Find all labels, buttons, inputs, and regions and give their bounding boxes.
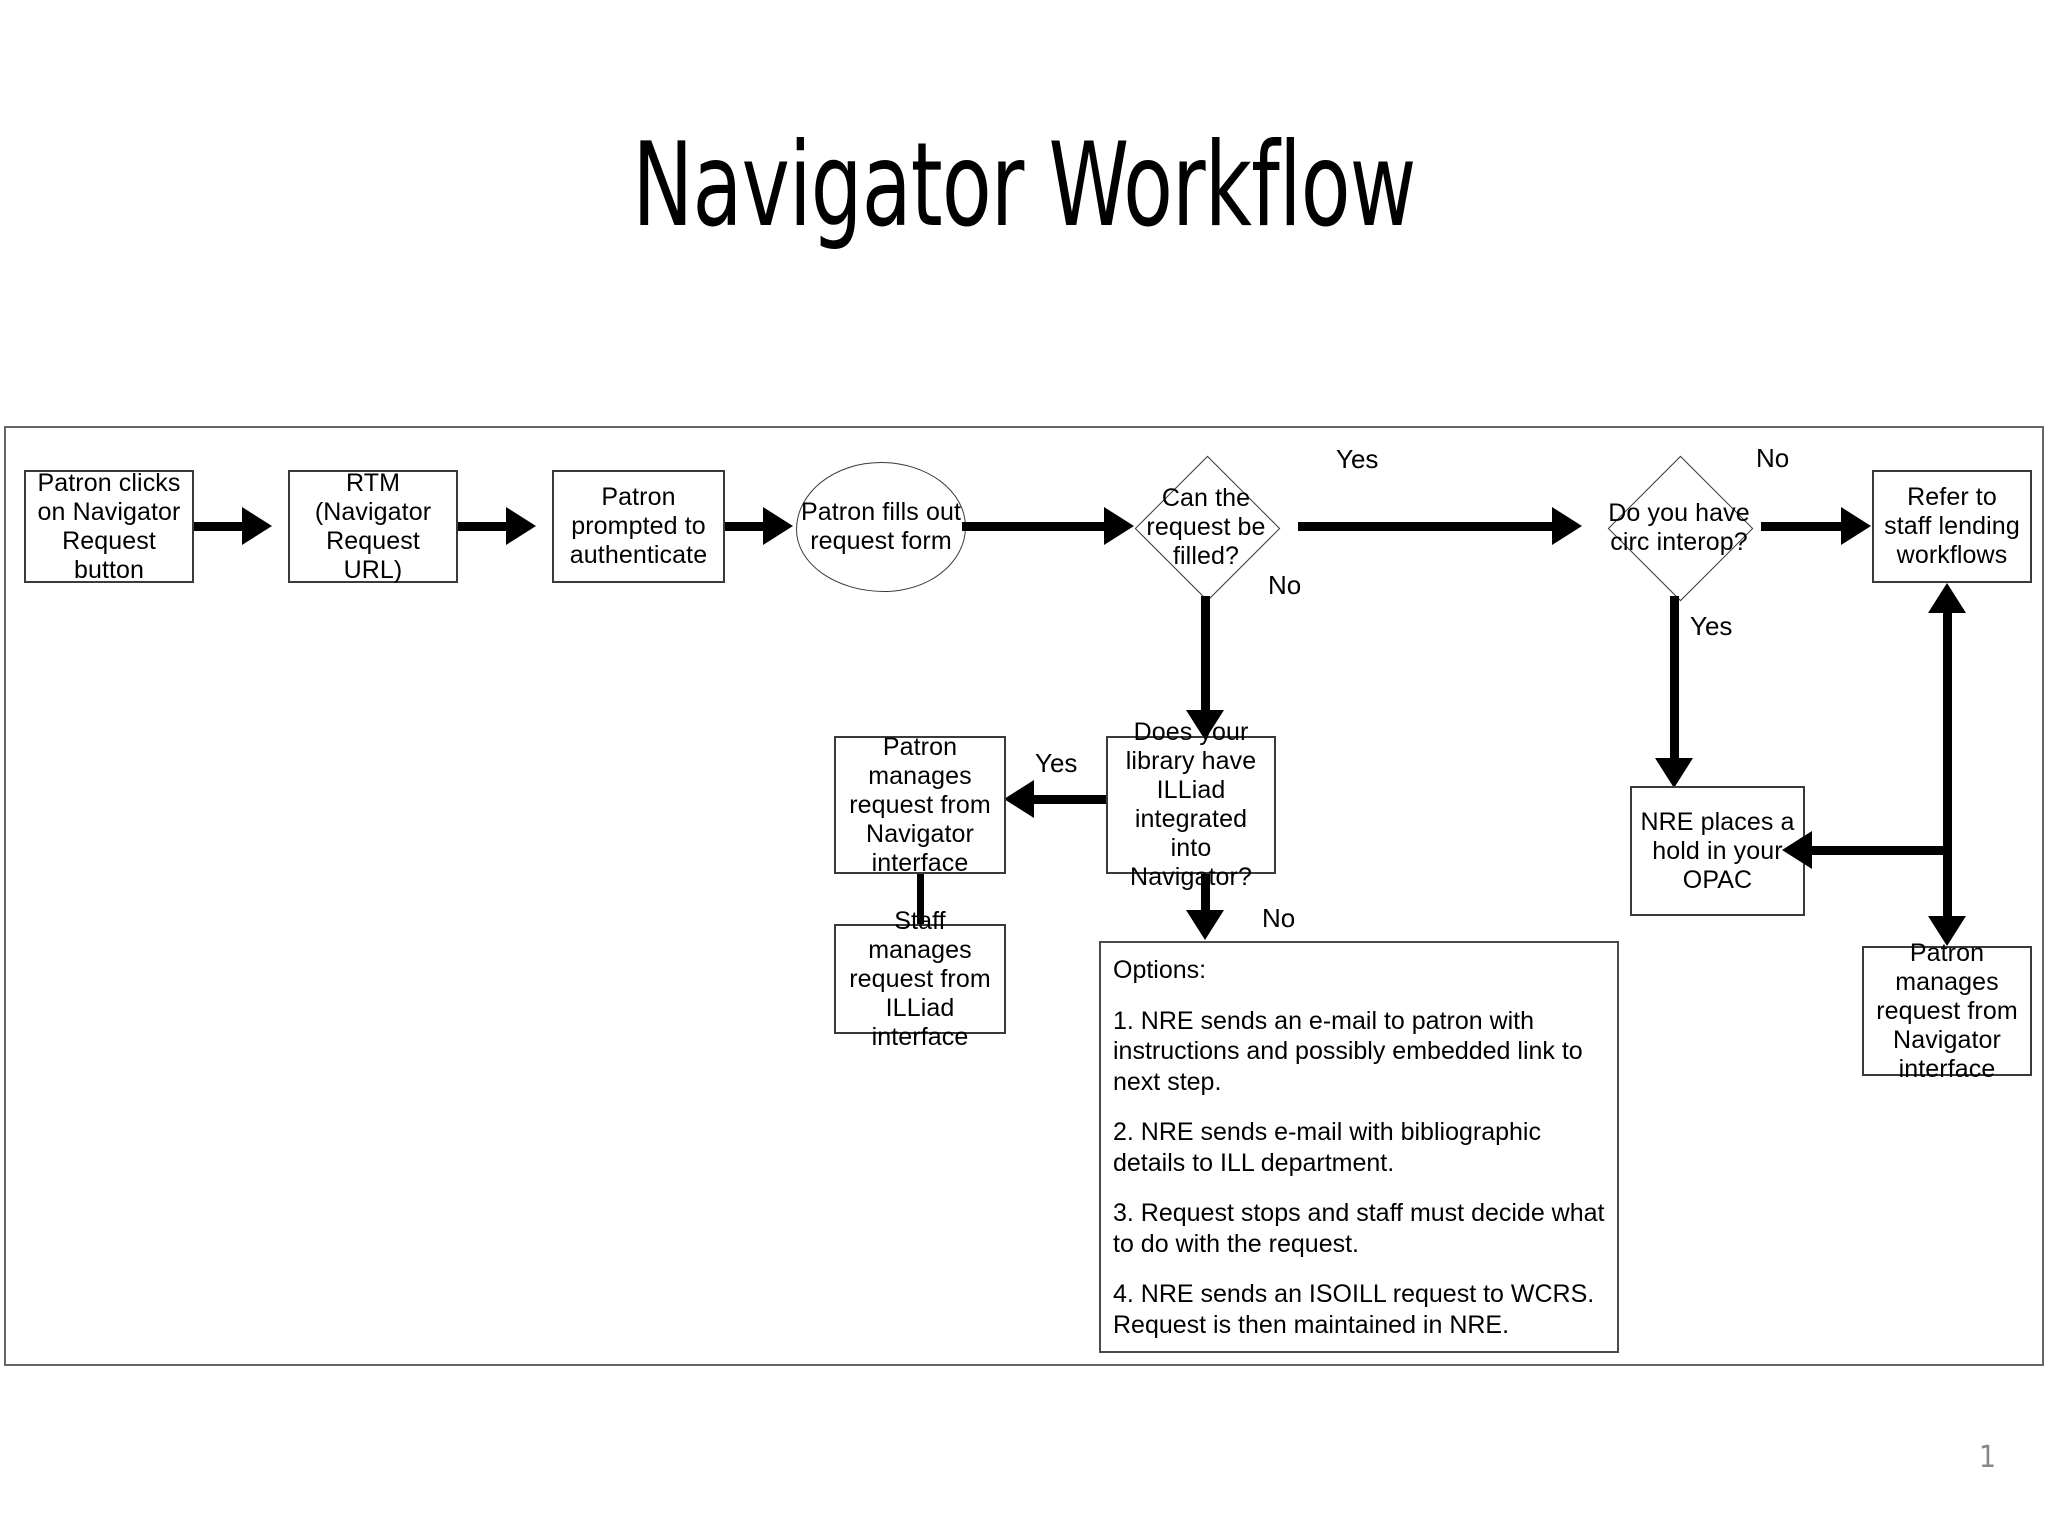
arrowhead-right — [1841, 507, 1871, 545]
edge-n4-n5 — [962, 522, 1110, 531]
edge-patron-to-staff — [917, 874, 924, 926]
node-label: RTM (Navigator Request URL) — [314, 468, 432, 584]
node-patron-authenticate[interactable]: Patron prompted to authenticate — [552, 470, 725, 583]
arrowhead-right — [1104, 507, 1134, 545]
node-nre-places-hold[interactable]: NRE places a hold in your OPAC — [1630, 786, 1805, 916]
edge-n5-n10-no — [1201, 596, 1210, 724]
node-do-you-have-circ-interop[interactable]: Do you have circ interop? — [1584, 455, 1774, 602]
edge-n3-n4 — [725, 522, 769, 531]
page-number: 1 — [1978, 1440, 1996, 1475]
edge-n5-n6-yes — [1298, 522, 1558, 531]
node-rtm-url[interactable]: RTM (Navigator Request URL) — [288, 468, 458, 584]
node-patron-clicks[interactable]: Patron clicks on Navigator Request butto… — [24, 468, 194, 584]
options-item-1: 1. NRE sends an e-mail to patron with in… — [1113, 1006, 1583, 1096]
edge-label-illiad-yes: Yes — [1035, 748, 1078, 778]
page-title: Navigator Workflow — [632, 118, 1416, 253]
edge-n2-n3 — [458, 522, 510, 531]
options-item-4: 4. NRE sends an ISOILL request to WCRS. … — [1113, 1280, 1595, 1339]
arrowhead-right — [242, 507, 272, 545]
options-panel: Options: 1. NRE sends an e-mail to patro… — [1099, 941, 1619, 1353]
node-label: Patron clicks on Navigator Request butto… — [37, 468, 181, 584]
arrowhead-right — [763, 507, 793, 545]
arrowhead-down — [1186, 910, 1224, 940]
flowchart-canvas: Patron clicks on Navigator Request butto… — [6, 428, 2046, 1368]
node-label: Do you have circ interop? — [1608, 498, 1750, 556]
node-label: NRE places a hold in your OPAC — [1640, 807, 1795, 894]
node-label: Does your library have ILLiad integrated… — [1125, 718, 1257, 891]
options-item-3: 3. Request stops and staff must decide w… — [1113, 1199, 1605, 1258]
node-refer-to-staff[interactable]: Refer to staff lending workflows — [1872, 470, 2032, 583]
node-label: Staff manages request from ILLiad interf… — [849, 906, 991, 1051]
node-staff-manages-illiad[interactable]: Staff manages request from ILLiad interf… — [834, 907, 1006, 1051]
arrowhead-down — [1655, 758, 1693, 788]
node-label: Patron manages request from Navigator in… — [1876, 938, 2018, 1083]
node-patron-manages-mid[interactable]: Patron manages request from Navigator in… — [834, 733, 1006, 877]
arrowhead-up — [1928, 583, 1966, 613]
diagram-frame: Patron clicks on Navigator Request butto… — [4, 426, 2044, 1366]
edge-label-filled-yes: Yes — [1336, 444, 1379, 474]
oval-shape — [796, 462, 966, 592]
node-label: Patron fills out request form — [800, 498, 961, 555]
node-patron-manages-right[interactable]: Patron manages request from Navigator in… — [1862, 939, 2032, 1083]
options-heading: Options: — [1113, 956, 1207, 984]
edge-label-interop-yes: Yes — [1690, 611, 1733, 641]
edge-illiad-no — [1201, 874, 1210, 930]
arrowhead-left — [1004, 780, 1034, 818]
options-item-2: 2. NRE sends e-mail with bibliographic d… — [1113, 1118, 1541, 1177]
node-label: Can the request be filled? — [1146, 484, 1266, 570]
edge-label-interop-no: No — [1756, 443, 1790, 473]
edge-n6-n8-yes — [1670, 596, 1679, 776]
node-label: Patron prompted to authenticate — [569, 483, 708, 569]
arrowhead-down — [1928, 916, 1966, 946]
edge-n1-n2 — [194, 522, 246, 531]
node-label: Refer to staff lending workflows — [1884, 483, 2020, 569]
node-label: Patron manages request from Navigator in… — [849, 732, 991, 877]
edge-illiad-yes — [1034, 795, 1106, 804]
arrowhead-left — [1782, 831, 1812, 869]
edge-label-filled-no: No — [1268, 570, 1302, 600]
node-library-has-illiad[interactable]: Does your library have ILLiad integrated… — [1106, 718, 1276, 891]
node-can-request-be-filled[interactable]: Can the request be filled? — [1116, 455, 1296, 602]
arrowhead-right — [506, 507, 536, 545]
edge-label-illiad-no: No — [1262, 903, 1296, 933]
edge-junction-vertical — [1943, 610, 1952, 930]
arrowhead-right — [1552, 507, 1582, 545]
arrowhead-down — [1186, 710, 1224, 740]
edge-n6-n7-no — [1761, 522, 1847, 531]
edge-n8-junction — [1812, 846, 1948, 855]
node-patron-fills-form[interactable]: Patron fills out request form — [796, 462, 966, 592]
